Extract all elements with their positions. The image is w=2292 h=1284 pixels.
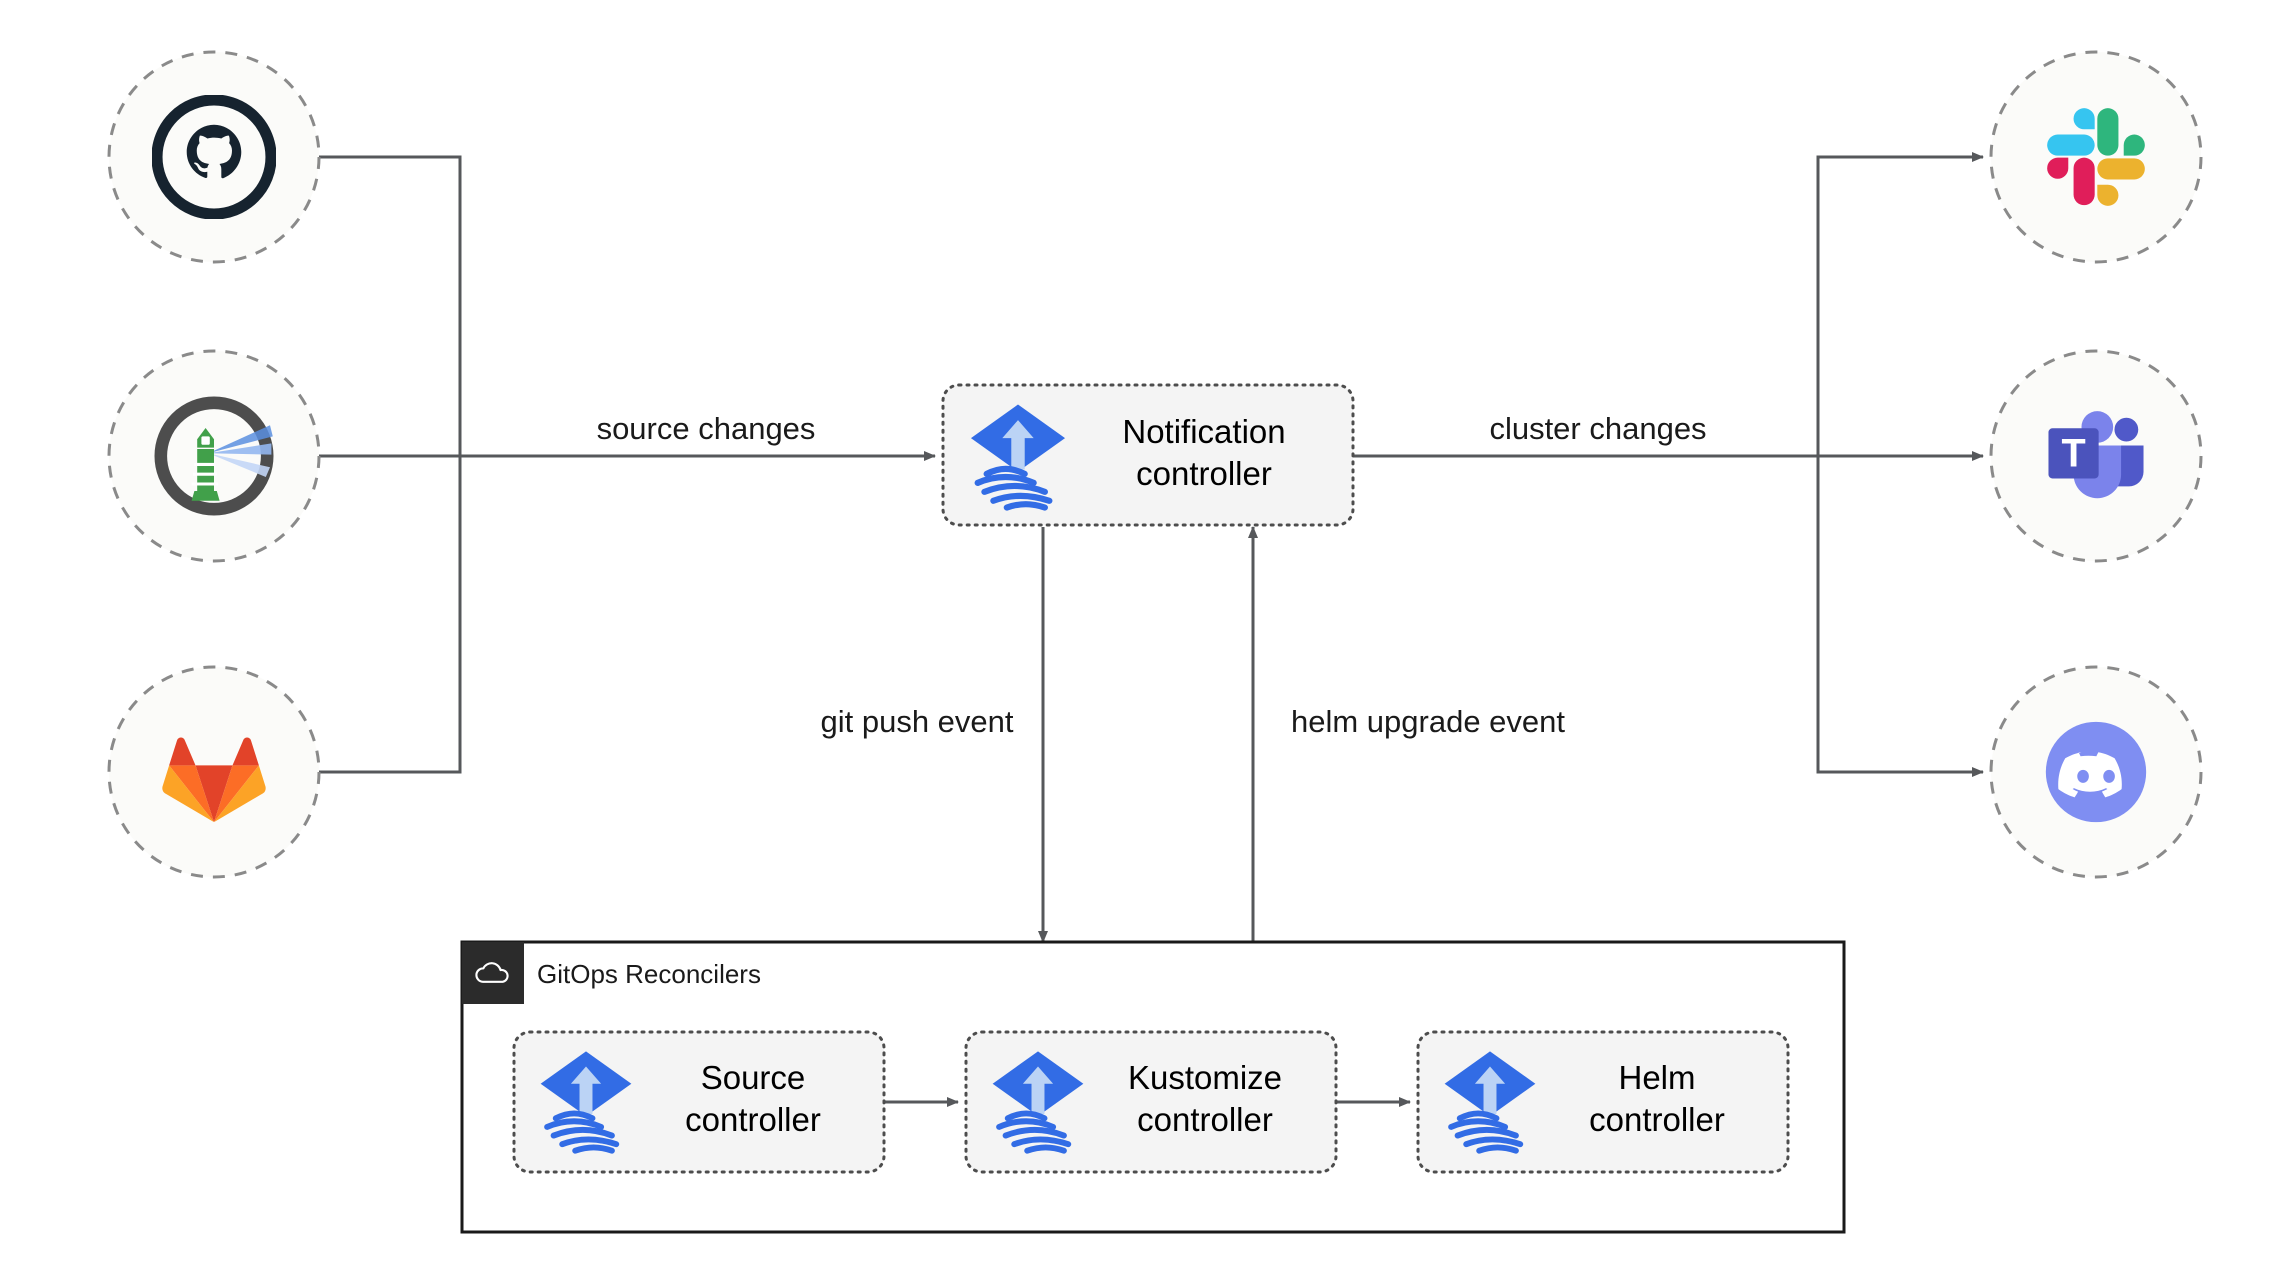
endpoint-discord[interactable] — [1989, 665, 2203, 879]
endpoint-circle — [1989, 50, 2203, 264]
endpoint-circle — [107, 50, 321, 264]
node-helm-controller[interactable]: Helm controller — [1416, 1030, 1790, 1174]
node-label-line2: controller — [1136, 455, 1272, 492]
endpoint-github[interactable] — [107, 50, 321, 264]
node-notification-controller[interactable]: Notification controller — [941, 383, 1355, 527]
node-label-line2: controller — [1589, 1101, 1725, 1138]
edges-layer — [319, 152, 1984, 1107]
endpoint-lighthouse[interactable] — [107, 349, 321, 563]
node-label-line1: Source — [701, 1059, 806, 1096]
edge-trunk-to-discord — [1816, 456, 1984, 777]
node-label-line1: Kustomize — [1128, 1059, 1282, 1096]
endpoint-microsoft-teams[interactable] — [1989, 349, 2203, 563]
node-label-line1: Notification — [1122, 413, 1285, 450]
edge-label-source-changes: source changes — [597, 411, 816, 446]
node-label-line2: controller — [1137, 1101, 1273, 1138]
group-label: GitOps Reconcilers — [537, 959, 761, 989]
node-label-line2: controller — [685, 1101, 821, 1138]
edge-github-to-trunk — [319, 155, 462, 456]
endpoint-gitlab[interactable] — [107, 665, 321, 879]
discord-icon — [2045, 721, 2147, 823]
edge-label-git-push-event: git push event — [820, 704, 1013, 739]
edge-gitlab-to-trunk — [319, 456, 462, 774]
edge-labels-layer: source changes cluster changes git push … — [597, 411, 1707, 739]
endpoint-slack[interactable] — [1989, 50, 2203, 264]
edge-trunk-to-slack — [1816, 152, 1984, 456]
source-endpoints — [107, 50, 321, 879]
edge-label-helm-upgrade-event: helm upgrade event — [1291, 704, 1565, 739]
destination-endpoints — [1989, 50, 2203, 879]
node-kustomize-controller[interactable]: Kustomize controller — [964, 1030, 1338, 1174]
edge-label-cluster-changes: cluster changes — [1489, 411, 1706, 446]
group-border — [460, 940, 1846, 1234]
group-badge — [462, 942, 524, 1004]
reconciler-nodes: Source controller Kustomize controller H… — [512, 1030, 1790, 1174]
node-source-controller[interactable]: Source controller — [512, 1030, 886, 1174]
group-gitops-reconcilers: GitOps Reconcilers — [460, 940, 1846, 1234]
node-label-line1: Helm — [1618, 1059, 1695, 1096]
